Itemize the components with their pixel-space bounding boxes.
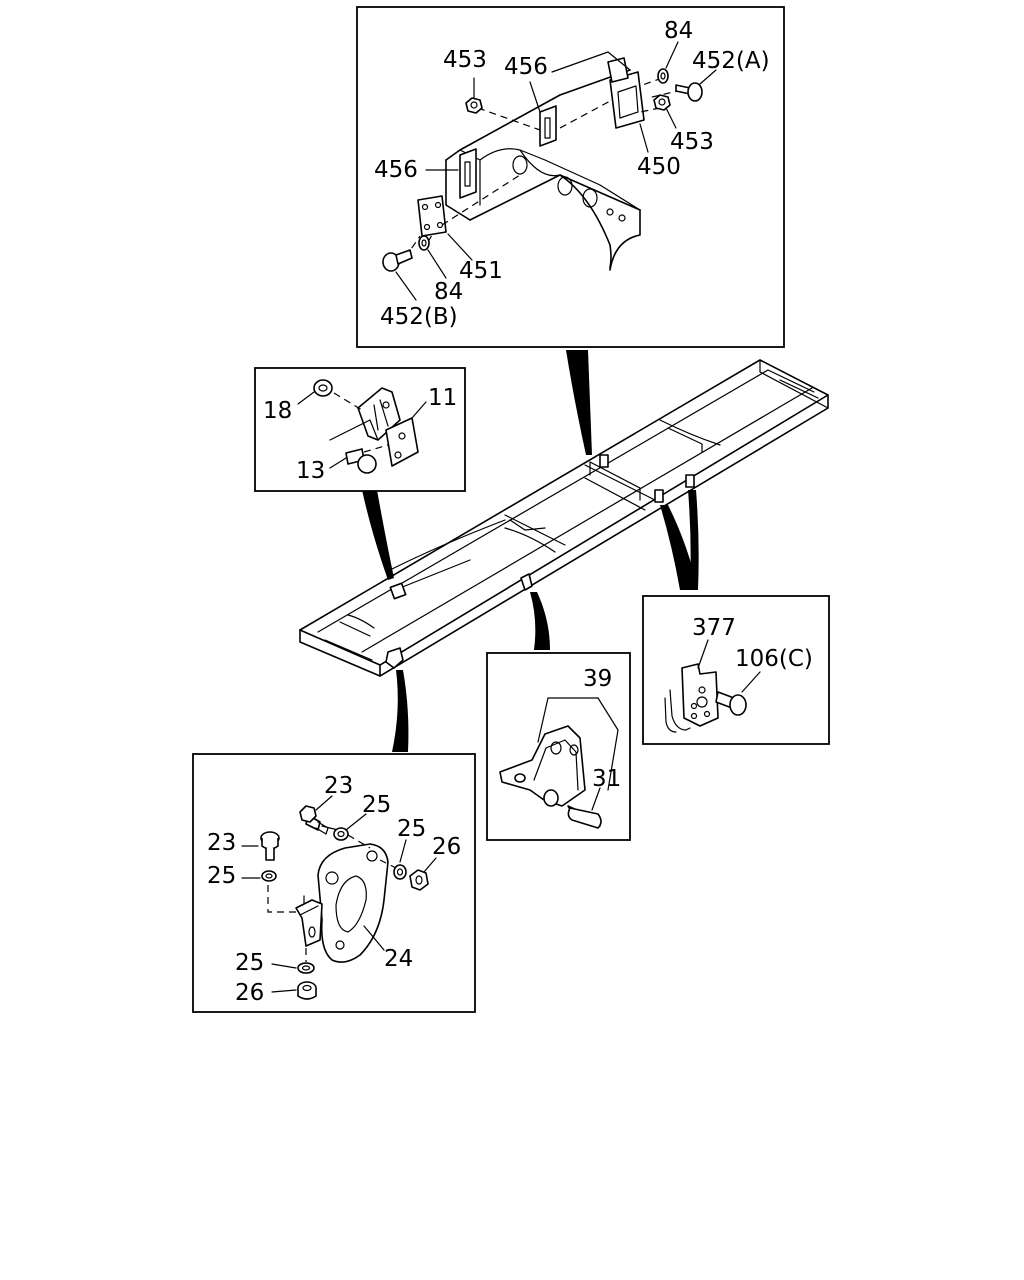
bolt-icon — [299, 805, 329, 835]
bolt-icon — [715, 691, 747, 716]
callout-106c: 106(C) — [735, 646, 813, 672]
callout-450: 450 — [637, 154, 681, 180]
washer-icon — [313, 379, 333, 397]
callout-84-upper: 84 — [664, 18, 693, 44]
washer-icon — [333, 827, 349, 841]
nut-icon — [409, 869, 429, 891]
callout-11: 11 — [428, 385, 457, 411]
callout-456-upper: 456 — [504, 54, 548, 80]
bolt-icon — [382, 249, 413, 272]
callout-13: 13 — [296, 458, 325, 484]
callout-25-left: 25 — [207, 863, 236, 889]
pointer-rear-right — [688, 490, 699, 590]
nut-icon — [297, 981, 317, 1000]
detail-rear-bracket: 377 106(C) — [642, 595, 830, 745]
callout-453-upper: 453 — [443, 47, 487, 73]
callout-377: 377 — [692, 615, 736, 641]
callout-452a: 452(A) — [692, 48, 770, 74]
callout-25-bottom: 25 — [235, 950, 264, 976]
pointer-top — [566, 350, 592, 455]
callout-452b: 452(B) — [380, 304, 458, 330]
callout-453-lower: 453 — [670, 129, 714, 155]
washer-icon — [657, 68, 669, 84]
detail-top: 453 456 84 452(A) 453 450 456 451 84 452… — [356, 6, 785, 348]
washer-icon — [261, 870, 277, 882]
callout-23-left: 23 — [207, 830, 236, 856]
pointer-center — [530, 592, 550, 650]
callout-39: 39 — [583, 666, 612, 692]
callout-26-right: 26 — [432, 834, 461, 860]
washer-icon — [393, 864, 407, 880]
bolt-icon — [260, 831, 280, 861]
callout-18: 18 — [263, 398, 292, 424]
detail-left-mount: 18 11 13 — [254, 367, 466, 492]
callout-23-top: 23 — [324, 773, 353, 799]
nut-icon — [465, 97, 483, 114]
callout-31: 31 — [592, 766, 621, 792]
detail-center-bracket: 39 31 — [486, 652, 631, 841]
callout-456-lower: 456 — [374, 157, 418, 183]
callout-451: 451 — [459, 258, 503, 284]
pointer-wedges — [362, 350, 699, 752]
callout-84-lower: 84 — [434, 279, 463, 305]
chassis-frame — [299, 359, 829, 677]
washer-icon — [418, 235, 430, 251]
callout-25-right: 25 — [397, 816, 426, 842]
callout-26-bottom: 26 — [235, 980, 264, 1006]
pointer-rear-left — [660, 505, 698, 590]
bolt-icon — [345, 448, 377, 474]
washer-icon — [297, 962, 315, 974]
callout-24: 24 — [384, 946, 413, 972]
detail-front-bracket: 23 25 25 26 23 25 24 25 26 — [192, 753, 476, 1013]
bolt-icon — [675, 82, 703, 102]
pointer-front — [392, 670, 409, 752]
nut-icon — [653, 94, 671, 111]
callout-25-top: 25 — [362, 792, 391, 818]
pointer-left-mount — [362, 490, 394, 580]
